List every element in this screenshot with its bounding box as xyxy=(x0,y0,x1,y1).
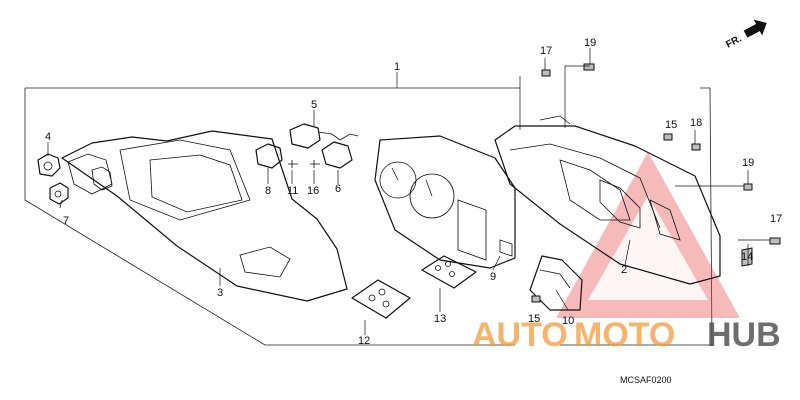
front-direction-marker: FR. xyxy=(724,19,767,51)
callout-15-right: 15 xyxy=(665,119,677,131)
callout-8: 8 xyxy=(265,185,271,197)
callout-13: 13 xyxy=(434,313,446,325)
callout-12: 12 xyxy=(358,335,370,347)
watermark-text-auto: AUTO xyxy=(472,316,568,354)
part-16-screw xyxy=(310,160,320,168)
part-9-dial-panel xyxy=(374,135,516,269)
callout-16: 16 xyxy=(307,185,319,197)
callout-11: 11 xyxy=(287,185,298,197)
assembly-frame xyxy=(24,72,713,346)
screw-19-right xyxy=(743,183,753,191)
part-7-knob xyxy=(49,182,69,205)
screw-17-top xyxy=(541,69,551,77)
callout-6: 6 xyxy=(335,183,341,195)
screw-17-right xyxy=(769,237,781,245)
part-4-knob xyxy=(37,153,61,177)
callout-17-top: 17 xyxy=(540,45,552,57)
watermark-text-moto: MOTO xyxy=(574,316,675,354)
callout-3: 3 xyxy=(217,287,223,299)
screw-15-bottom xyxy=(531,295,541,303)
callout-19-top: 19 xyxy=(584,37,596,49)
callout-labels: 1 2 3 4 5 6 7 8 9 10 11 12 13 14 15 15 1… xyxy=(45,37,782,347)
screw-15-right xyxy=(663,133,673,141)
callout-14: 14 xyxy=(741,251,753,263)
part-14-grommet xyxy=(741,247,753,267)
callout-9: 9 xyxy=(490,271,496,283)
callout-15-bottom: 15 xyxy=(528,313,540,325)
callout-1: 1 xyxy=(394,61,400,73)
callout-18: 18 xyxy=(690,117,702,129)
callout-2: 2 xyxy=(621,264,627,276)
part-10-board xyxy=(529,255,583,311)
part-6-socket xyxy=(321,133,359,169)
screw-18 xyxy=(691,143,701,151)
screw-19-top xyxy=(583,63,595,71)
figure-code: MCSAF0200 xyxy=(620,375,672,385)
callout-7: 7 xyxy=(63,215,69,227)
watermark-logo: AUTO MOTO HUB xyxy=(472,316,781,354)
front-arrow-icon xyxy=(743,19,767,38)
callout-10: 10 xyxy=(562,315,574,327)
callout-19-right: 19 xyxy=(742,157,754,169)
callout-4: 4 xyxy=(45,131,51,143)
part-5-socket xyxy=(289,123,341,149)
callout-5: 5 xyxy=(311,99,317,111)
part-12-plate xyxy=(351,279,411,319)
leader-lines xyxy=(47,48,770,335)
part-11-screw xyxy=(288,160,298,168)
fr-label: FR. xyxy=(724,33,744,50)
part-8-socket xyxy=(255,143,283,169)
callout-17-right: 17 xyxy=(770,213,782,225)
part-3-meter-case xyxy=(61,130,348,302)
watermark-triangle xyxy=(556,152,740,318)
watermark-text-hub: HUB xyxy=(707,316,781,354)
part-13-plate xyxy=(421,255,477,289)
